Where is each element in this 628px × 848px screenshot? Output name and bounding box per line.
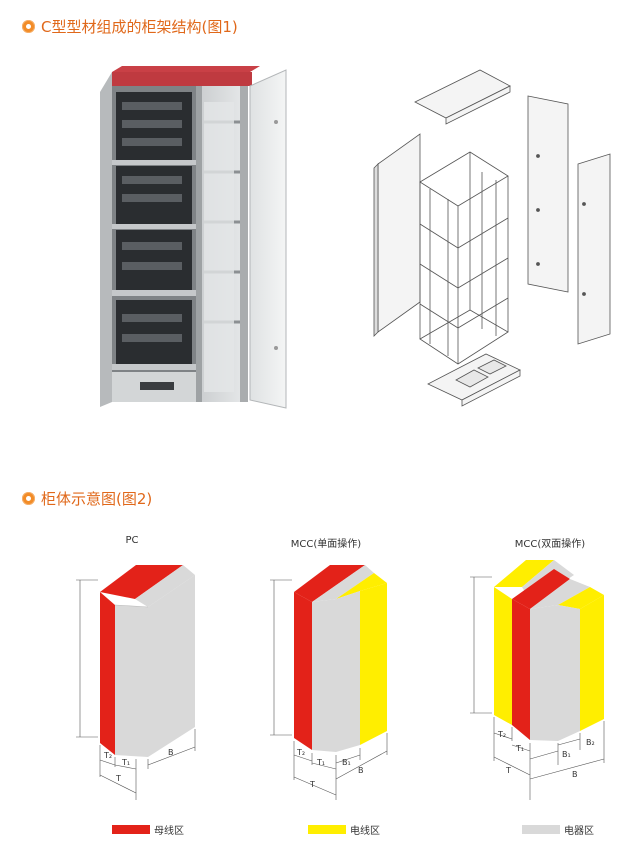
mcc1-dim-t2: T₂	[296, 748, 305, 757]
pc-dim-t1: T₁	[121, 758, 130, 767]
mcc1-dim-t: T	[309, 780, 315, 789]
diagram-mcc-single: T₂ T₁ T B₁ B	[270, 565, 388, 800]
pc-front-grey	[115, 605, 148, 757]
mcc2-dim-t: T	[505, 766, 511, 775]
legend-wiring: 电线区	[308, 822, 380, 837]
mcc2-dim-b: B	[572, 770, 578, 779]
legend-device-label: 电器区	[564, 826, 594, 837]
section2-title-text: 柜体示意图(图2)	[41, 489, 153, 508]
diagram-pc-label: PC	[125, 535, 139, 546]
diagram-mcc-double-label: MCC(双面操作)	[514, 539, 586, 550]
cabinet-photo	[100, 62, 290, 412]
mcc2-dim-b2: B₂	[586, 738, 595, 747]
exploded-frame-drawing	[370, 64, 618, 414]
legend-wiring-swatch	[308, 825, 346, 834]
pc-side-grey	[148, 575, 195, 757]
legend-busbar-label: 母线区	[154, 826, 184, 837]
pc-dim-t: T	[115, 774, 121, 783]
pc-dim-t2: T₂	[103, 751, 112, 760]
section1-title-text: C型型材组成的柜架结构(图1)	[41, 17, 238, 36]
legend-busbar: 母线区	[112, 822, 184, 837]
mcc1-dim-b: B	[358, 766, 364, 775]
section1-title: C型型材组成的柜架结构(图1)	[22, 15, 238, 37]
mcc2-dim-b1: B₁	[562, 750, 571, 759]
legend-wiring-label: 电线区	[350, 826, 380, 837]
legend-busbar-swatch	[112, 825, 150, 834]
diagram-pc: T₂ T₁ T B	[76, 565, 196, 800]
mcc1-dim-b1: B₁	[342, 758, 351, 767]
diagram-mcc-double: T₂ T₁ T B₁ B₂ B	[470, 560, 605, 800]
diagram-mcc-single-label: MCC(单面操作)	[290, 539, 362, 550]
bullet-icon	[22, 19, 35, 33]
bullet-icon	[22, 491, 35, 505]
legend-device-swatch	[522, 825, 560, 834]
pc-front-red	[100, 592, 115, 755]
legend-device: 电器区	[522, 822, 594, 837]
mcc2-dim-t1: T₁	[515, 744, 524, 753]
mcc2-dim-t2: T₂	[497, 730, 506, 739]
pc-top	[100, 565, 183, 599]
mcc1-dim-t1: T₁	[316, 758, 325, 767]
section2-title: 柜体示意图(图2)	[22, 487, 152, 509]
pc-dim-b: B	[168, 748, 174, 757]
